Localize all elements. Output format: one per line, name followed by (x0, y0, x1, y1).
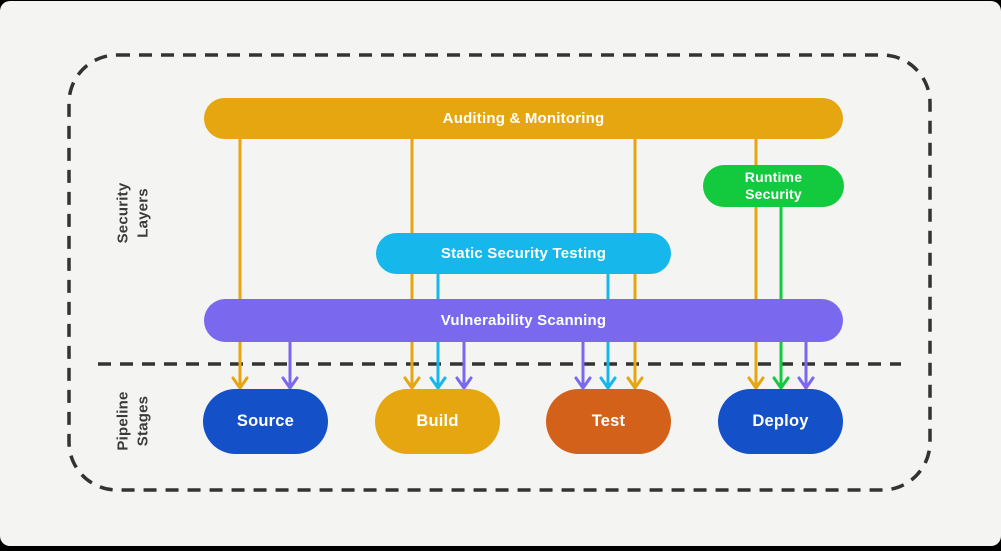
arrowhead-test (599, 376, 617, 390)
arrowhead-source (281, 376, 299, 390)
node-vulnerability-scanning: Vulnerability Scanning (204, 299, 843, 342)
node-stage-source-label: Source (236, 412, 295, 430)
node-vulnerability-scanning-label: Vulnerability Scanning (440, 312, 607, 329)
arrowhead-test (626, 376, 644, 390)
node-auditing-monitoring: Auditing & Monitoring (204, 98, 843, 139)
connector-vuln-to-deploy (797, 342, 815, 390)
pipeline-stages-label: Pipeline Stages (114, 391, 152, 451)
arrowhead-build (429, 376, 447, 390)
node-auditing-monitoring-label: Auditing & Monitoring (442, 110, 605, 127)
arrowhead-build (403, 376, 421, 390)
arrowhead-deploy (797, 376, 815, 390)
arrowhead-deploy (772, 376, 790, 390)
connector-vuln-to-test (574, 342, 592, 390)
connector-auditing-to-source (231, 139, 249, 390)
node-stage-deploy-label: Deploy (752, 412, 809, 430)
security-layers-label: Security Layers (114, 182, 152, 244)
node-stage-test: Test (546, 389, 671, 454)
node-static-security-testing-label: Static Security Testing (440, 245, 607, 262)
node-static-security-testing: Static Security Testing (376, 233, 671, 274)
node-stage-build: Build (375, 389, 500, 454)
arrowhead-test (574, 376, 592, 390)
arrowhead-source (231, 376, 249, 390)
node-stage-build-label: Build (416, 412, 459, 430)
node-stage-deploy: Deploy (718, 389, 843, 454)
connector-vuln-to-source (281, 342, 299, 390)
dashed-boundary-box (67, 53, 932, 492)
node-stage-test-label: Test (591, 412, 626, 430)
arrowhead-deploy (747, 376, 765, 390)
node-runtime-security: Runtime Security (703, 165, 844, 207)
connector-vuln-to-build (455, 342, 473, 390)
node-stage-source: Source (203, 389, 328, 454)
connector-runtime-to-deploy (772, 207, 790, 390)
node-runtime-security-label: Runtime Security (744, 168, 803, 202)
arrowhead-build (455, 376, 473, 390)
